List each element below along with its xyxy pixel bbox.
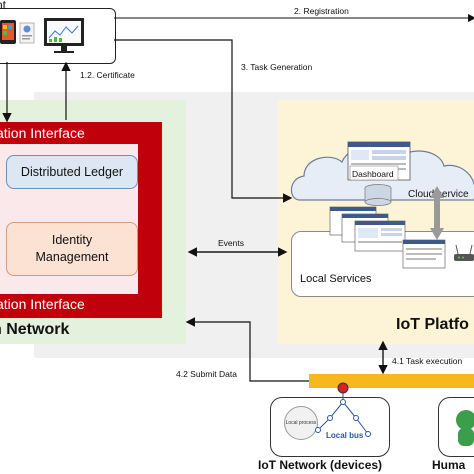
human-title: Huma xyxy=(432,458,466,472)
top-interface-label: ation Interface xyxy=(0,125,85,141)
task-generation-label: 3. Task Generation xyxy=(241,62,313,72)
chart-card-icon xyxy=(19,22,35,44)
local-services-screenshots xyxy=(329,206,446,269)
identity-label-line2: Management xyxy=(35,250,109,264)
local-bus-label: Local bus xyxy=(326,431,364,440)
submit-data-arrow xyxy=(185,317,309,382)
human-icon xyxy=(456,410,474,446)
tablet-icon xyxy=(0,20,16,44)
local-process-node: Local process xyxy=(284,406,318,440)
monitor-icon xyxy=(44,18,84,53)
identity-management-box: Identity Management xyxy=(6,222,138,276)
distributed-ledger-box: Distributed Ledger xyxy=(6,155,138,189)
bottom-interface-label: ation Interface xyxy=(0,296,85,312)
iot-platform-title: IoT Platfo xyxy=(396,316,469,333)
dashboard-label-box xyxy=(349,165,399,181)
registration-label: 2. Registration xyxy=(294,6,349,16)
router-icon xyxy=(454,244,474,261)
local-bus-graph xyxy=(315,391,371,437)
cloud-local-sync-arrow xyxy=(430,186,444,240)
task-execution-label: 4.1 Task execution xyxy=(392,356,463,366)
task-generation-arrow xyxy=(114,39,293,203)
identity-label-line1: Identity xyxy=(51,233,93,247)
certificate-label: 1.2. Certificate xyxy=(80,70,135,80)
submit-data-label: 4.2 Submit Data xyxy=(176,369,237,379)
blockchain-network-title: n Network xyxy=(0,321,70,338)
local-services-label: Local Services xyxy=(300,273,372,285)
task-bus-bar xyxy=(309,374,474,388)
dashboard-label: Dashboard xyxy=(352,169,394,179)
events-label: Events xyxy=(218,238,244,248)
device-title: nt xyxy=(0,0,7,12)
bus-connector-node xyxy=(337,382,349,394)
database-icon xyxy=(364,184,392,206)
distributed-ledger-label: Distributed Ledger xyxy=(20,165,124,179)
iot-network-title: IoT Network (devices) xyxy=(258,458,383,472)
local-process-label: Local process xyxy=(285,420,317,426)
